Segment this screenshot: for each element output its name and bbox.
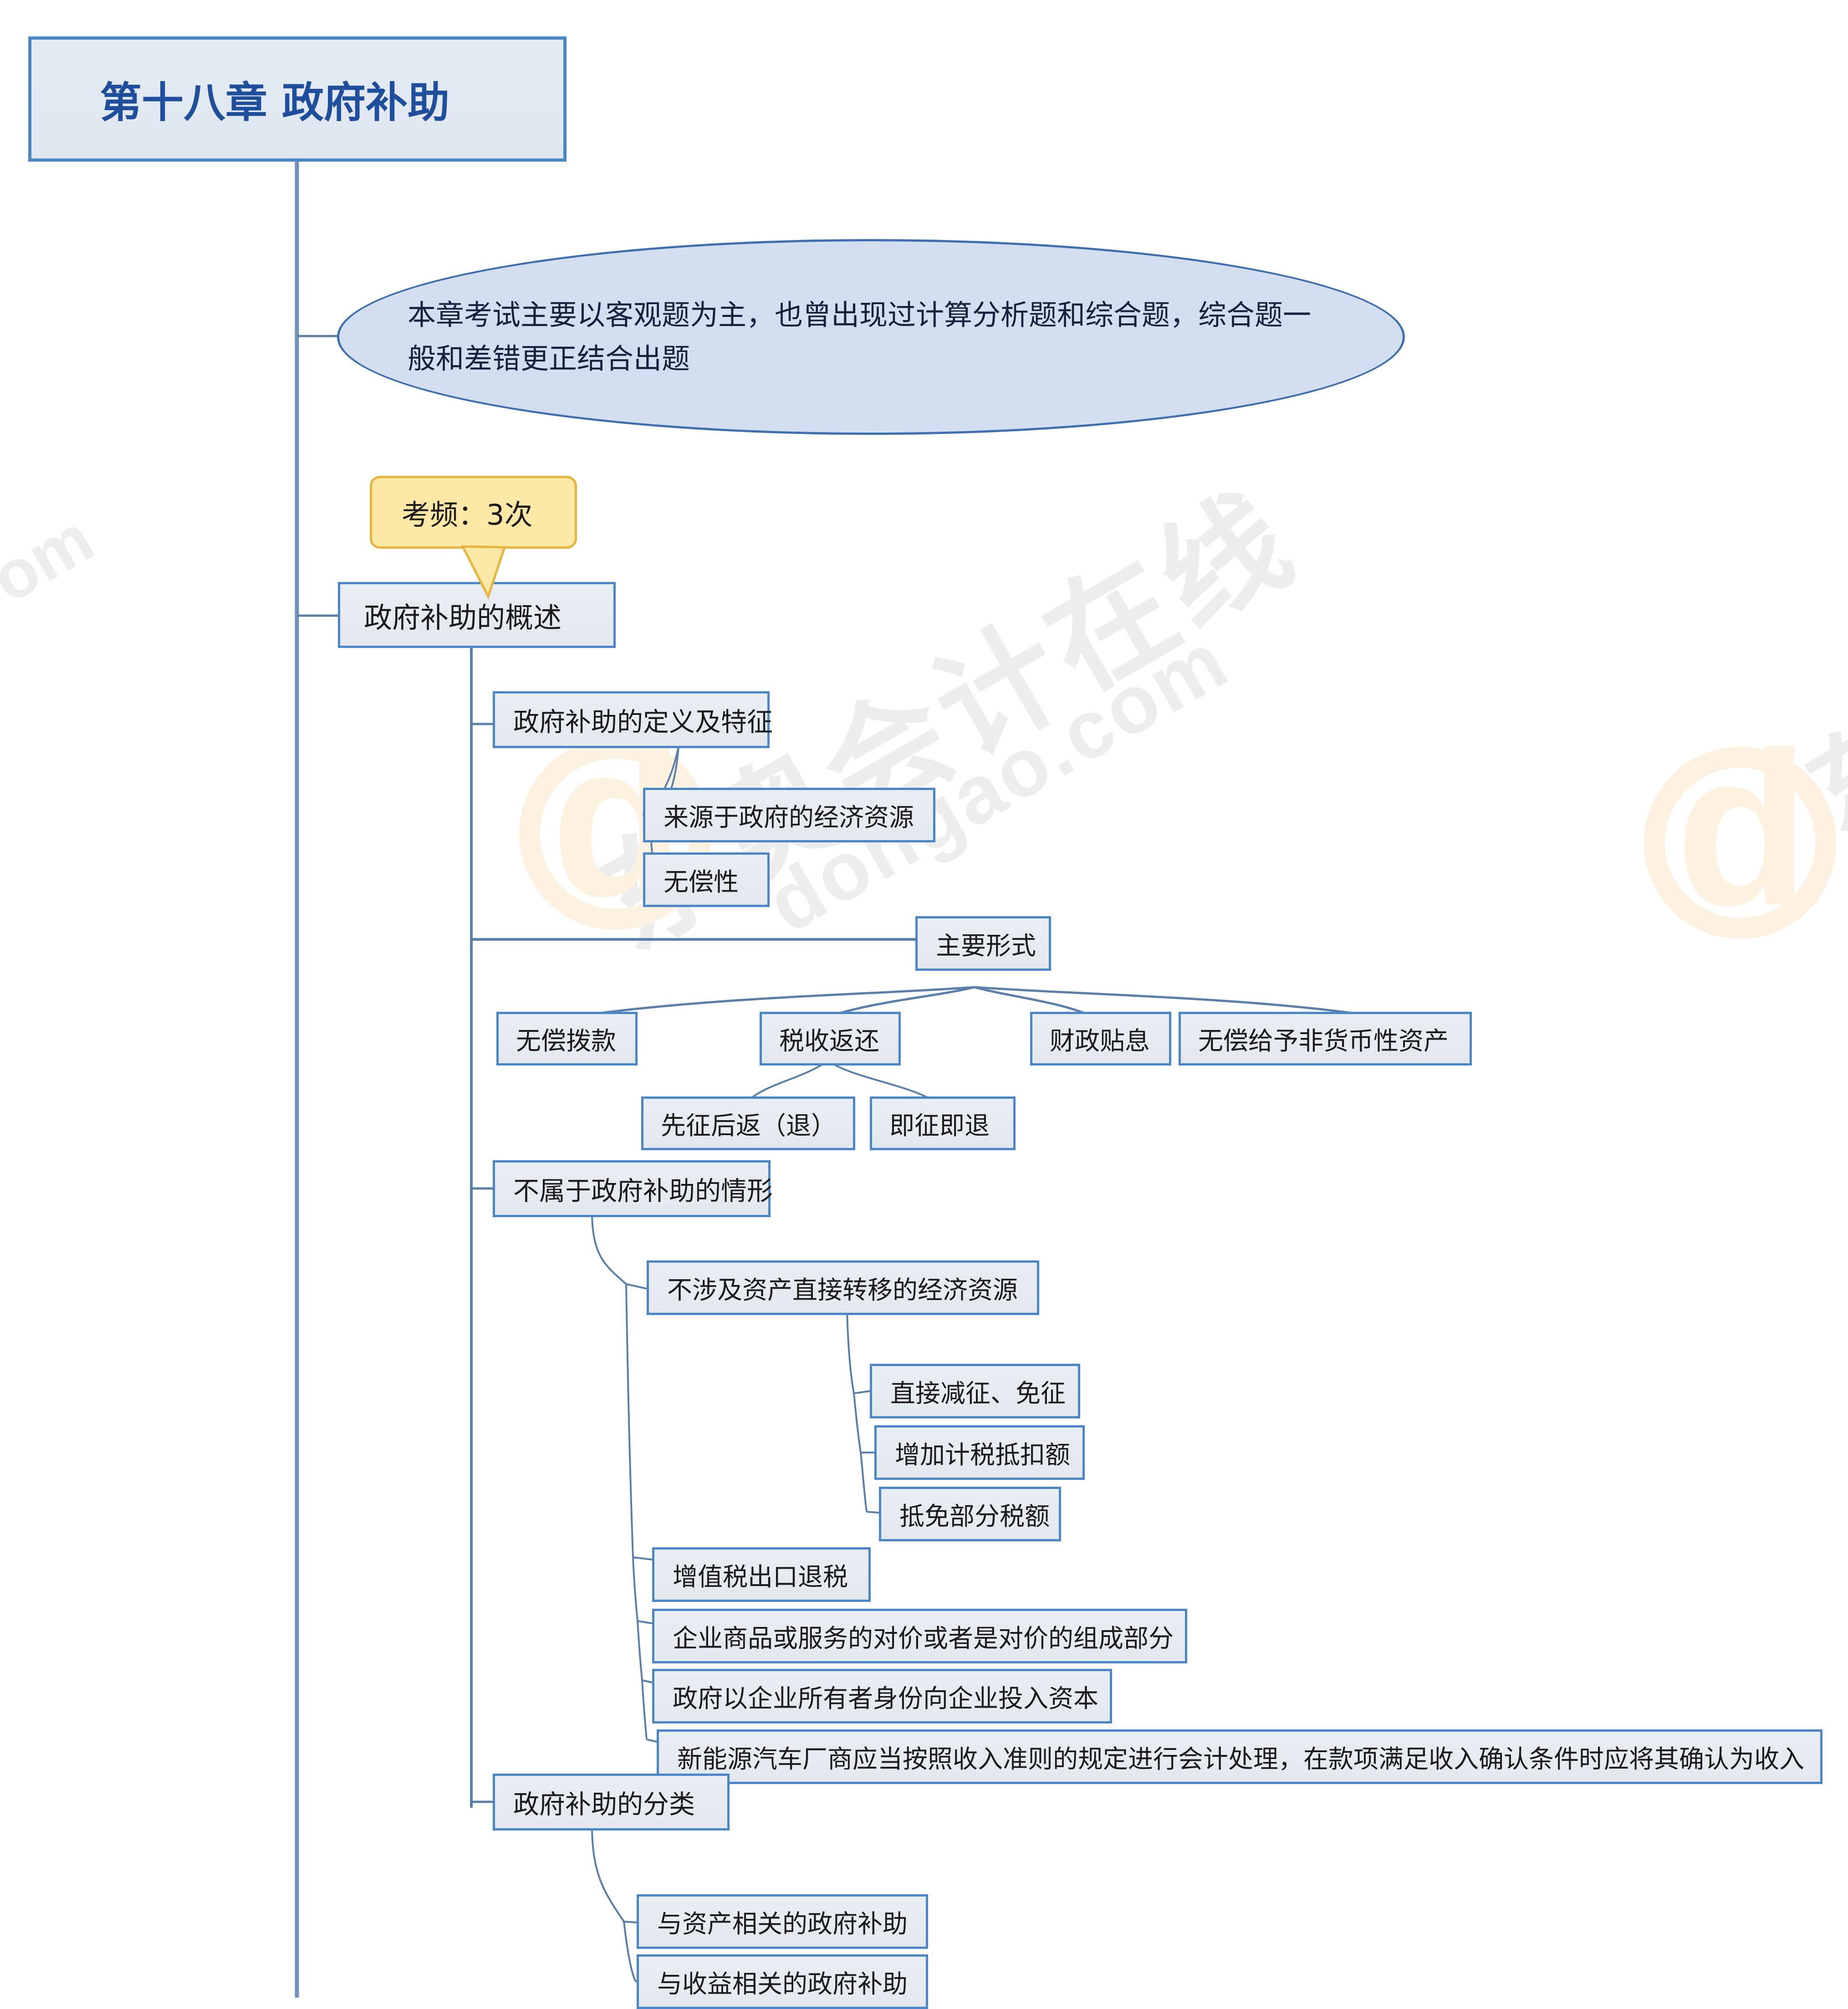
main-forms-child-interest-subsidy-label: 财政贴息	[1050, 1026, 1150, 1055]
classification-child-asset-related[interactable]: 与资产相关的政府补助	[637, 1894, 928, 1949]
not-grant-child-owner-capital-label: 政府以企业所有者身份向企业投入资本	[673, 1684, 1099, 1713]
not-grant-child-non-transfer-label: 不涉及资产直接转移的经济资源	[667, 1275, 1018, 1305]
tax-refund-child-collect-then-return[interactable]: 先征后返（退）	[641, 1096, 855, 1150]
not-grant-child-vat-export-refund[interactable]: 增值税出口退税	[652, 1547, 871, 1602]
main-forms-child-tax-refund[interactable]: 税收返还	[760, 1012, 901, 1066]
not-grant-child-new-energy-vehicle-label: 新能源汽车厂商应当按照收入准则的规定进行会计处理，在款项满足收入确认条件时应将其…	[677, 1744, 1805, 1774]
branch-overview-node[interactable]: 政府补助的概述	[338, 582, 616, 648]
branch-overview-label: 政府补助的概述	[364, 601, 562, 634]
non-transfer-child-increase-deduction[interactable]: 增加计税抵扣额	[874, 1425, 1085, 1480]
not-grant-label: 不属于政府补助的情形	[513, 1176, 773, 1206]
not-grant-child-new-energy-vehicle[interactable]: 新能源汽车厂商应当按照收入准则的规定进行会计处理，在款项满足收入确认条件时应将其…	[657, 1729, 1822, 1784]
not-grant-child-vat-export-refund-label: 增值税出口退税	[673, 1562, 848, 1591]
non-transfer-child-increase-deduction-label: 增加计税抵扣额	[895, 1440, 1071, 1469]
classification-child-income-related[interactable]: 与收益相关的政府补助	[637, 1954, 928, 2009]
main-forms-child-grant[interactable]: 无偿拨款	[496, 1012, 638, 1066]
main-forms-child-tax-refund-label: 税收返还	[779, 1026, 880, 1055]
tax-refund-child-collect-then-return-label: 先征后返（退）	[661, 1111, 837, 1140]
non-transfer-child-direct-reduction-label: 直接减征、免征	[890, 1379, 1066, 1408]
main-forms-label: 主要形式	[936, 931, 1036, 960]
non-transfer-child-direct-reduction[interactable]: 直接减征、免征	[870, 1364, 1080, 1418]
classification-child-income-related-label: 与收益相关的政府补助	[657, 1969, 908, 1999]
mindmap-title-node[interactable]: 第十八章 政府补助	[28, 36, 567, 162]
callout-tail-icon	[461, 546, 506, 600]
definition-label: 政府补助的定义及特征	[513, 707, 773, 737]
tax-refund-child-immediate-return-label: 即征即退	[889, 1111, 990, 1140]
summary-ellipse-label: 本章考试主要以客观题为主，也曾出现过计算分析题和综合题，综合题一般和差错更正结合…	[408, 298, 1312, 375]
classification-child-asset-related-label: 与资产相关的政府补助	[657, 1909, 908, 1938]
summary-ellipse-node[interactable]: 本章考试主要以客观题为主，也曾出现过计算分析题和综合题，综合题一般和差错更正结合…	[337, 239, 1405, 435]
definition-node[interactable]: 政府补助的定义及特征	[493, 691, 773, 748]
not-grant-node[interactable]: 不属于政府补助的情形	[493, 1160, 773, 1217]
non-transfer-child-partial-credit[interactable]: 抵免部分税额	[879, 1487, 1061, 1541]
definition-child-gratuitous-label: 无偿性	[664, 867, 739, 897]
definition-child-source[interactable]: 来源于政府的经济资源	[643, 788, 935, 842]
main-forms-child-interest-subsidy[interactable]: 财政贴息	[1030, 1012, 1171, 1066]
mindmap-title-label: 第十八章 政府补助	[100, 78, 450, 127]
classification-node[interactable]: 政府补助的分类	[493, 1774, 730, 1831]
main-forms-child-nonmonetary-assets-label: 无偿给予非货币性资产	[1198, 1026, 1449, 1055]
not-grant-child-consideration[interactable]: 企业商品或服务的对价或者是对价的组成部分	[652, 1609, 1187, 1663]
exam-frequency-label: 考频：3次	[402, 498, 533, 531]
not-grant-child-owner-capital[interactable]: 政府以企业所有者身份向企业投入资本	[652, 1669, 1112, 1723]
main-forms-child-nonmonetary-assets[interactable]: 无偿给予非货币性资产	[1179, 1012, 1472, 1066]
not-grant-child-non-transfer[interactable]: 不涉及资产直接转移的经济资源	[647, 1260, 1039, 1315]
main-forms-node[interactable]: 主要形式	[915, 916, 1051, 971]
main-forms-child-grant-label: 无偿拨款	[516, 1026, 617, 1055]
classification-label: 政府补助的分类	[513, 1789, 695, 1820]
tax-refund-child-immediate-return[interactable]: 即征即退	[870, 1096, 1016, 1150]
not-grant-child-consideration-label: 企业商品或服务的对价或者是对价的组成部分	[673, 1624, 1174, 1653]
definition-child-source-label: 来源于政府的经济资源	[664, 803, 914, 832]
non-transfer-child-partial-credit-label: 抵免部分税额	[899, 1502, 1050, 1531]
exam-frequency-callout[interactable]: 考频：3次	[370, 476, 577, 549]
definition-child-gratuitous[interactable]: 无偿性	[643, 852, 770, 907]
